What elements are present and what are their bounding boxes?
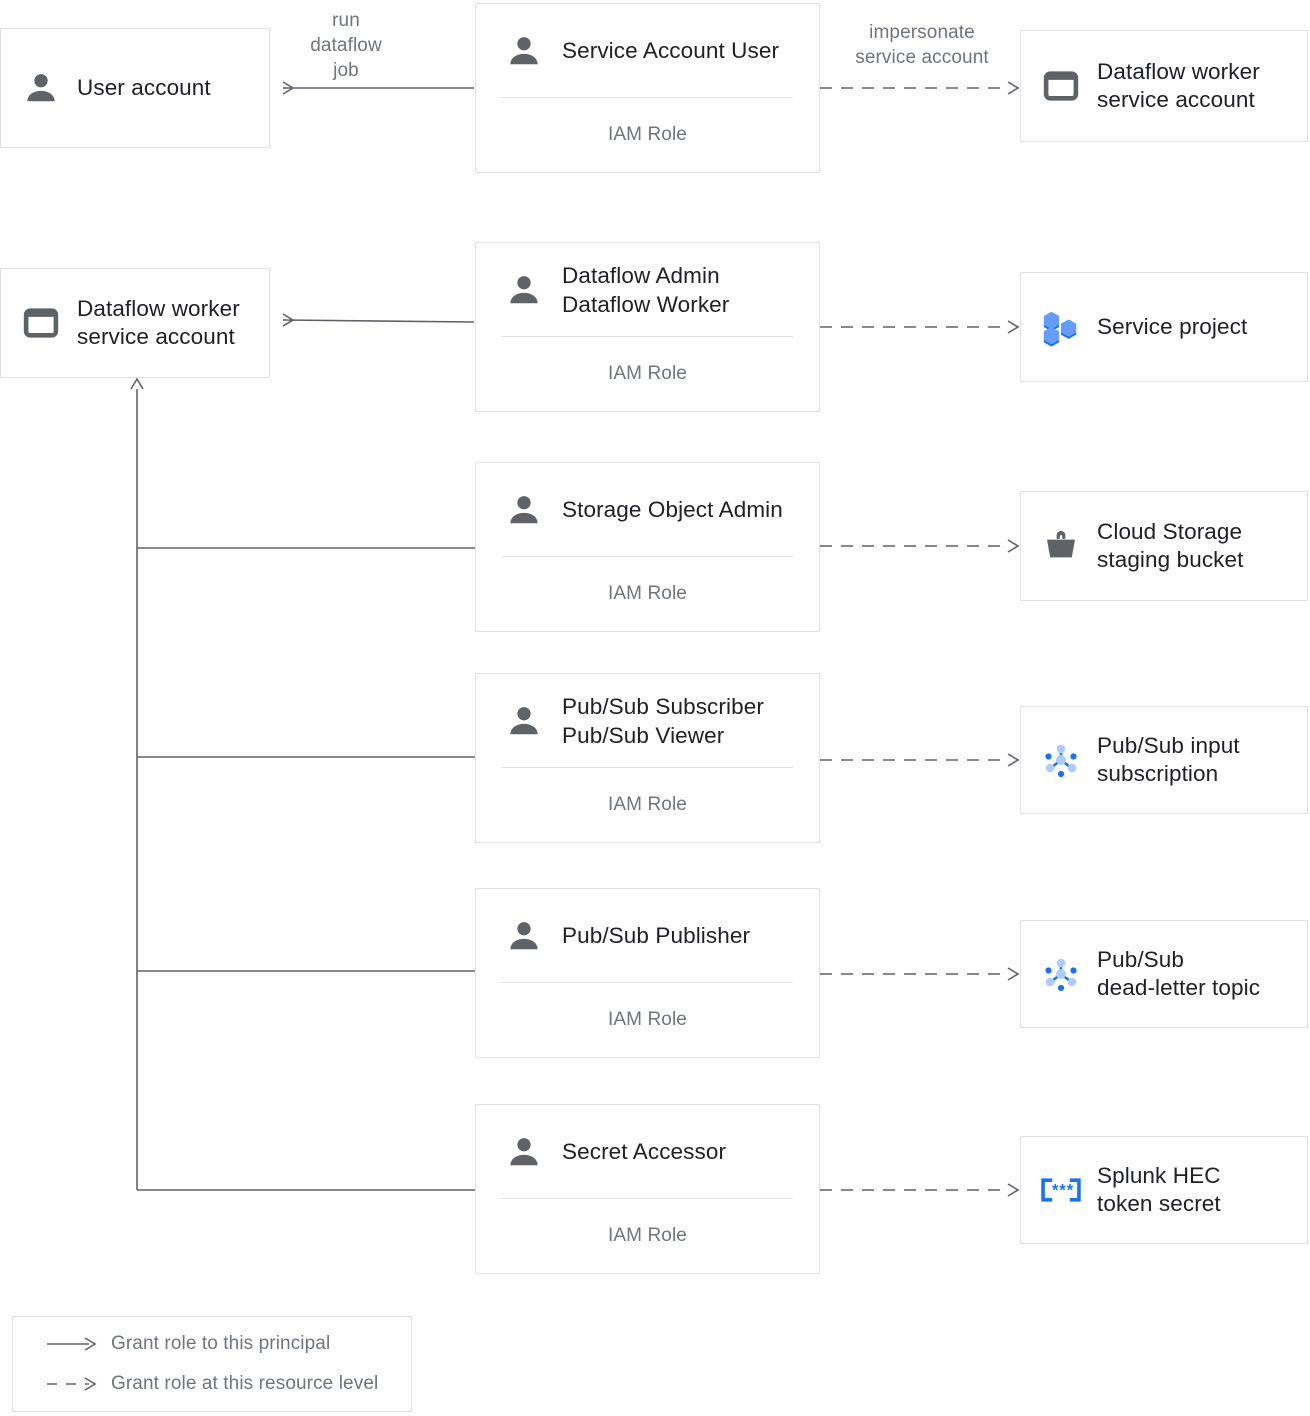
role-header: Storage Object Admin: [476, 463, 819, 556]
entity-cloud-storage-staging-bucket[interactable]: Cloud Storage staging bucket: [1020, 491, 1308, 601]
entity-label: Dataflow worker service account: [1097, 59, 1260, 112]
entity-pubsub-dead-letter-topic[interactable]: Pub/Sub dead-letter topic: [1020, 920, 1308, 1028]
legend-row-solid: Grant role to this principal: [13, 1324, 411, 1364]
role-title: Secret Accessor: [562, 1139, 727, 1164]
person-icon: [502, 268, 546, 312]
entity-dataflow-worker-service-account-left[interactable]: Dataflow worker service account: [0, 268, 270, 378]
role-card-secret-accessor[interactable]: Secret Accessor IAM Role: [475, 1104, 820, 1274]
entity-label: Pub/Sub input subscription: [1097, 733, 1240, 786]
role-card-dataflow-admin-worker[interactable]: Dataflow Admin Dataflow Worker IAM Role: [475, 242, 820, 412]
role-footer-label: IAM Role: [608, 124, 687, 145]
entity-label: Pub/Sub dead-letter topic: [1097, 947, 1261, 1000]
role-header: Pub/Sub Subscriber Pub/Sub Viewer: [476, 674, 819, 767]
role-card-pubsub-subscriber-viewer[interactable]: Pub/Sub Subscriber Pub/Sub Viewer IAM Ro…: [475, 673, 820, 843]
entity-user-account[interactable]: User account: [0, 28, 270, 148]
dashed-arrow-icon: [45, 1374, 97, 1394]
role-title: Dataflow Admin Dataflow Worker: [562, 262, 730, 317]
role-title: Service Account User: [562, 38, 780, 63]
person-icon: [502, 914, 546, 958]
role-title: Pub/Sub Subscriber Pub/Sub Viewer: [562, 693, 764, 748]
role-divider: [502, 767, 793, 768]
role-footer-label: IAM Role: [608, 1009, 687, 1030]
role-card-storage-object-admin[interactable]: Storage Object Admin IAM Role: [475, 462, 820, 632]
role-header: Dataflow Admin Dataflow Worker: [476, 243, 819, 336]
role-divider: [502, 1198, 793, 1199]
pubsub-icon: [1039, 952, 1083, 996]
entity-label: User account: [77, 75, 211, 100]
person-icon: [502, 699, 546, 743]
person-icon: [19, 66, 63, 110]
role-footer-label: IAM Role: [608, 1225, 687, 1246]
person-icon: [502, 29, 546, 73]
entity-label: Splunk HEC token secret: [1097, 1163, 1221, 1216]
pubsub-icon: [1039, 738, 1083, 782]
solid-arrow-icon: [45, 1334, 97, 1354]
role-footer-label: IAM Role: [608, 583, 687, 604]
edge-dataflow-admin-to-worker-sa: [282, 313, 475, 327]
role-divider: [502, 336, 793, 337]
person-icon: [502, 488, 546, 532]
legend-label: Grant role at this resource level: [111, 1373, 379, 1394]
legend: Grant role to this principal Grant role …: [12, 1316, 412, 1412]
role-header: Secret Accessor: [476, 1105, 819, 1198]
entity-label: Cloud Storage staging bucket: [1097, 519, 1244, 572]
role-header: Service Account User: [476, 4, 819, 97]
entity-service-project[interactable]: Service project: [1020, 272, 1308, 382]
cloud-storage-bucket-icon: [1039, 524, 1083, 568]
svg-text:*: *: [1052, 1182, 1059, 1200]
role-divider: [502, 982, 793, 983]
role-card-pubsub-publisher[interactable]: Pub/Sub Publisher IAM Role: [475, 888, 820, 1058]
entity-label: Dataflow worker service account: [77, 296, 240, 349]
google-cloud-project-icon: [1039, 305, 1083, 349]
legend-row-dashed: Grant role at this resource level: [13, 1364, 411, 1404]
entity-pubsub-input-subscription[interactable]: Pub/Sub input subscription: [1020, 706, 1308, 814]
service-account-icon: [1039, 64, 1083, 108]
edge-label-run-dataflow-job: run dataflow job: [310, 10, 382, 81]
secret-manager-icon: * * *: [1039, 1168, 1083, 1212]
legend-label: Grant role to this principal: [111, 1333, 331, 1354]
role-card-service-account-user[interactable]: Service Account User IAM Role: [475, 3, 820, 173]
role-footer-label: IAM Role: [608, 794, 687, 815]
svg-text:*: *: [1067, 1182, 1074, 1200]
role-title: Storage Object Admin: [562, 497, 783, 522]
entity-splunk-hec-token-secret[interactable]: * * * Splunk HEC token secret: [1020, 1136, 1308, 1244]
entity-label: Service project: [1097, 314, 1248, 339]
person-icon: [502, 1130, 546, 1174]
entity-dataflow-worker-service-account-right[interactable]: Dataflow worker service account: [1020, 30, 1308, 142]
role-footer-label: IAM Role: [608, 363, 687, 384]
role-divider: [502, 556, 793, 557]
svg-text:*: *: [1059, 1182, 1066, 1200]
edge-label-impersonate-service-account: impersonate service account: [855, 22, 989, 68]
service-account-icon: [19, 301, 63, 345]
role-header: Pub/Sub Publisher: [476, 889, 819, 982]
role-divider: [502, 97, 793, 98]
role-title: Pub/Sub Publisher: [562, 923, 751, 948]
